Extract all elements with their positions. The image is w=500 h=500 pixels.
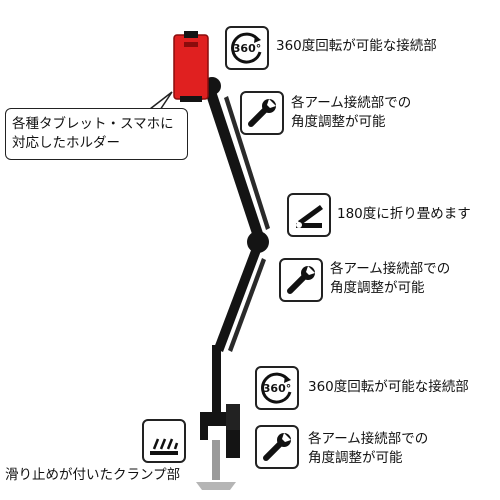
annotation-4-text: 各アーム接続部での 角度調整が可能 — [330, 261, 451, 296]
folding-arm-icon — [287, 193, 331, 237]
annotation-2-text: 各アーム接続部での 角度調整が可能 — [291, 95, 412, 130]
callout-line-2: 対応したホルダー — [12, 135, 120, 151]
rotate-360-icon: 360° — [225, 26, 269, 70]
holder-bottom-clip — [180, 96, 202, 102]
holder-callout: 各種タブレット・スマホに 対応したホルダー — [5, 108, 188, 160]
rotate-360-text: 360° — [233, 42, 261, 55]
base-pole — [212, 345, 221, 415]
clamp-screw — [212, 440, 220, 480]
annotation-6-text: 各アーム接続部での 角度調整が可能 — [308, 431, 429, 466]
lower-arm — [214, 245, 262, 352]
clamp-screw-handle — [196, 482, 236, 490]
middle-joint — [247, 231, 269, 253]
annotation-5-text: 360度回転が可能な接続部 — [308, 379, 469, 395]
clamp-label: 滑り止めが付いたクランプ部 — [5, 467, 181, 483]
holder-slot — [184, 42, 198, 47]
wrench-icon — [279, 258, 323, 302]
upper-arm — [205, 88, 264, 240]
rotate-360-text: 360° — [263, 382, 291, 395]
rotate-360-icon: 360° — [255, 366, 299, 410]
annotation-3-text: 180度に折り畳めます — [337, 206, 471, 222]
callout-line-1: 各種タブレット・スマホに — [12, 116, 174, 132]
clamp-logo-plate — [226, 404, 240, 430]
lower-arm-rod — [228, 258, 266, 352]
upper-arm-rod — [224, 96, 270, 230]
anti-slip-icon — [142, 419, 186, 463]
holder-top-clip — [184, 31, 198, 38]
wrench-icon — [240, 91, 284, 135]
annotation-1-text: 360度回転が可能な接続部 — [276, 38, 437, 54]
wrench-icon — [255, 425, 299, 469]
